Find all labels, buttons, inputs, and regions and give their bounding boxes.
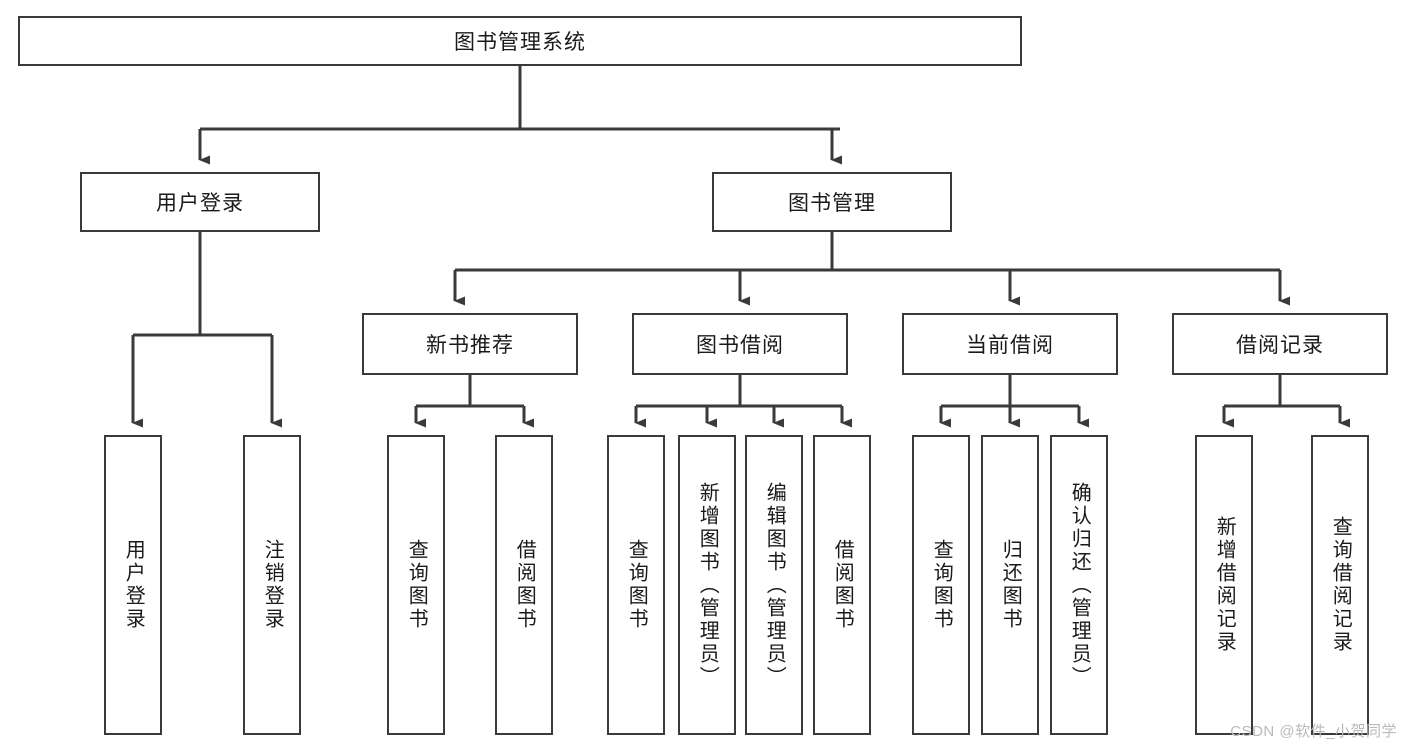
leaf-borrow-book-2[interactable]: 借阅图书 bbox=[813, 435, 871, 735]
node-book-manage-label: 图书管理 bbox=[788, 192, 876, 215]
leaf-user-login[interactable]: 用户登录 bbox=[104, 435, 162, 735]
node-root[interactable]: 图书管理系统 bbox=[18, 16, 1022, 66]
leaf-confirm-return-admin[interactable]: 确认归还（管理员） bbox=[1050, 435, 1108, 735]
leaf-add-book-admin-label: 新增图书（管理员） bbox=[696, 481, 719, 689]
node-borrow-record-label: 借阅记录 bbox=[1236, 334, 1324, 357]
leaf-add-borrow-record[interactable]: 新增借阅记录 bbox=[1195, 435, 1253, 735]
leaf-confirm-return-admin-label: 确认归还（管理员） bbox=[1068, 481, 1091, 689]
node-borrow-record[interactable]: 借阅记录 bbox=[1172, 313, 1388, 375]
leaf-add-book-admin[interactable]: 新增图书（管理员） bbox=[678, 435, 736, 735]
node-current-borrow-label: 当前借阅 bbox=[966, 334, 1054, 357]
node-user-login[interactable]: 用户登录 bbox=[80, 172, 320, 232]
leaf-query-book-2[interactable]: 查询图书 bbox=[607, 435, 665, 735]
leaf-user-login-label: 用户登录 bbox=[122, 539, 145, 631]
watermark: CSDN @软件_小贺同学 bbox=[1230, 723, 1397, 740]
leaf-borrow-book-1[interactable]: 借阅图书 bbox=[495, 435, 553, 735]
leaf-query-borrow-record[interactable]: 查询借阅记录 bbox=[1311, 435, 1369, 735]
leaf-edit-book-admin-label: 编辑图书（管理员） bbox=[763, 481, 786, 689]
node-book-borrow-label: 图书借阅 bbox=[696, 334, 784, 357]
leaf-return-book-label: 归还图书 bbox=[999, 539, 1022, 631]
leaf-query-borrow-record-label: 查询借阅记录 bbox=[1329, 516, 1352, 654]
node-book-manage[interactable]: 图书管理 bbox=[712, 172, 952, 232]
leaf-logout-login-label: 注销登录 bbox=[261, 539, 284, 631]
node-current-borrow[interactable]: 当前借阅 bbox=[902, 313, 1118, 375]
node-user-login-label: 用户登录 bbox=[156, 192, 244, 215]
node-new-book-recommend-label: 新书推荐 bbox=[426, 334, 514, 357]
leaf-logout-login[interactable]: 注销登录 bbox=[243, 435, 301, 735]
leaf-query-book-1-label: 查询图书 bbox=[405, 539, 428, 631]
leaf-query-book-3[interactable]: 查询图书 bbox=[912, 435, 970, 735]
leaf-borrow-book-2-label: 借阅图书 bbox=[831, 539, 854, 631]
node-root-label: 图书管理系统 bbox=[454, 31, 586, 54]
node-book-borrow[interactable]: 图书借阅 bbox=[632, 313, 848, 375]
node-new-book-recommend[interactable]: 新书推荐 bbox=[362, 313, 578, 375]
leaf-borrow-book-1-label: 借阅图书 bbox=[513, 539, 536, 631]
leaf-query-book-2-label: 查询图书 bbox=[625, 539, 648, 631]
leaf-query-book-1[interactable]: 查询图书 bbox=[387, 435, 445, 735]
leaf-return-book[interactable]: 归还图书 bbox=[981, 435, 1039, 735]
leaf-add-borrow-record-label: 新增借阅记录 bbox=[1213, 516, 1236, 654]
leaf-edit-book-admin[interactable]: 编辑图书（管理员） bbox=[745, 435, 803, 735]
leaf-query-book-3-label: 查询图书 bbox=[930, 539, 953, 631]
